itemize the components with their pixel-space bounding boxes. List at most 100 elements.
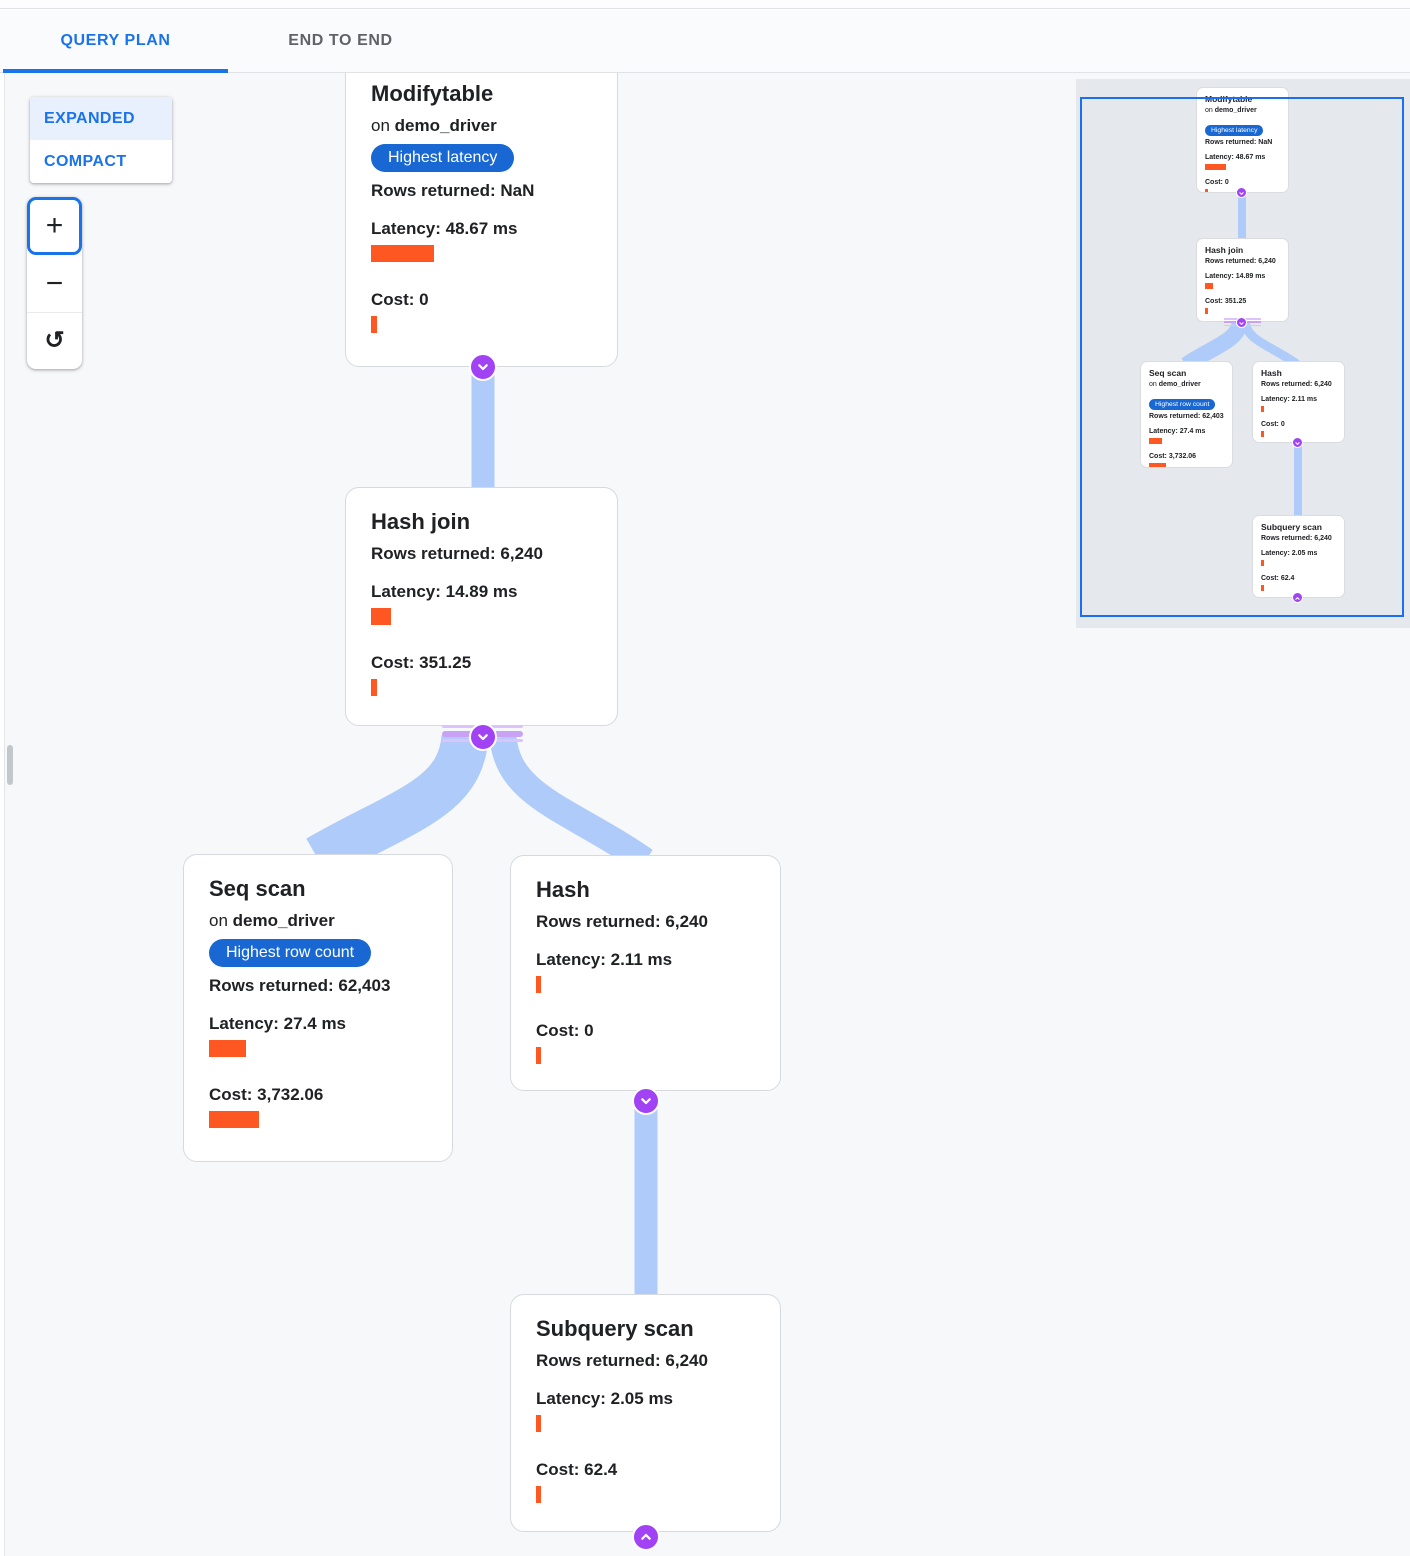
latency-label: Latency: 14.89 ms bbox=[371, 582, 518, 601]
minimap-node-hash-join: Hash join Rows returned: 6,240 Latency: … bbox=[1196, 238, 1289, 322]
mini-link-hashjoin-hash bbox=[1240, 320, 1301, 369]
mini-highest-row-count-badge: Highest row count bbox=[1149, 399, 1216, 410]
cost-bar bbox=[371, 316, 377, 333]
compact-mode-button[interactable]: COMPACT bbox=[30, 140, 172, 183]
latency-bar bbox=[209, 1040, 246, 1057]
cost-label: Cost: 351.25 bbox=[371, 653, 472, 672]
latency-label: Latency: 27.4 ms bbox=[209, 1014, 347, 1033]
rows-returned: Rows returned: NaN bbox=[371, 181, 535, 200]
panel-top-strip bbox=[0, 0, 1410, 9]
mini-node-title: Modifytable bbox=[1205, 94, 1253, 104]
mini-cost-label: Cost: 3,732.06 bbox=[1149, 452, 1197, 460]
node-title: Hash join bbox=[371, 509, 471, 534]
mini-latency-bar bbox=[1205, 283, 1213, 289]
cost-label: Cost: 0 bbox=[536, 1021, 594, 1040]
mini-cost-bar bbox=[1261, 431, 1264, 437]
mini-latency-label: Latency: 14.89 ms bbox=[1205, 272, 1266, 280]
plan-links bbox=[306, 367, 658, 1296]
mini-latency-label: Latency: 2.05 ms bbox=[1261, 549, 1318, 557]
highest-row-count-badge: Highest row count bbox=[209, 939, 372, 967]
tab-bar: QUERY PLAN END TO END bbox=[0, 10, 1410, 73]
mini-node-table-line: on demo_driver bbox=[1205, 107, 1280, 116]
mini-latency-label: Latency: 48.67 ms bbox=[1205, 153, 1266, 161]
on-prefix: on bbox=[1149, 381, 1157, 388]
table-name: demo_driver bbox=[232, 911, 335, 930]
mini-highest-latency-badge: Highest latency bbox=[1205, 125, 1264, 136]
chevron-down-icon bbox=[1238, 314, 1245, 332]
latency-label: Latency: 2.11 ms bbox=[536, 950, 673, 969]
on-prefix: on bbox=[371, 116, 390, 135]
table-name: demo_driver bbox=[1158, 381, 1201, 388]
latency-bar bbox=[371, 608, 391, 625]
node-seq-scan[interactable]: Seq scan on demo_driver Highest row coun… bbox=[183, 854, 453, 1162]
mini-latency-bar bbox=[1261, 560, 1264, 566]
zoom-controls: + − ↺ bbox=[27, 197, 82, 369]
mini-node-title: Seq scan bbox=[1149, 368, 1187, 378]
plan-canvas[interactable]: Modifytable on demo_driver Highest laten… bbox=[0, 73, 1410, 1556]
mini-cost-bar bbox=[1205, 308, 1208, 314]
rows-returned: Rows returned: 6,240 bbox=[371, 544, 543, 563]
chevron-down-icon bbox=[475, 729, 491, 745]
mini-node-title: Hash bbox=[1261, 368, 1282, 378]
chevron-up-icon bbox=[1294, 589, 1301, 607]
cost-label: Cost: 62.4 bbox=[536, 1460, 618, 1479]
tab-end-to-end[interactable]: END TO END bbox=[288, 32, 393, 49]
latency-bar bbox=[536, 1415, 541, 1432]
cost-label: Cost: 0 bbox=[371, 290, 429, 309]
node-subquery-scan[interactable]: Subquery scan Rows returned: 6,240 Laten… bbox=[510, 1294, 781, 1532]
minimap-node-hash: Hash Rows returned: 6,240 Latency: 2.11 … bbox=[1252, 361, 1345, 443]
node-hash-join[interactable]: Hash join Rows returned: 6,240 Latency: … bbox=[345, 487, 618, 726]
collapse-toggle-modifytable[interactable] bbox=[469, 353, 497, 381]
zoom-in-button[interactable]: + bbox=[27, 197, 82, 255]
node-modifytable[interactable]: Modifytable on demo_driver Highest laten… bbox=[345, 73, 618, 367]
mini-rows-returned: Rows returned: 6,240 bbox=[1261, 381, 1332, 388]
mini-latency-bar bbox=[1149, 438, 1162, 444]
chevron-down-icon bbox=[638, 1093, 654, 1109]
node-table-line: on demo_driver bbox=[371, 115, 592, 137]
table-name: demo_driver bbox=[1214, 107, 1257, 114]
mini-cost-label: Cost: 351.25 bbox=[1205, 297, 1247, 305]
cost-bar bbox=[209, 1111, 259, 1128]
left-gutter bbox=[0, 73, 4, 1556]
mini-node-title: Subquery scan bbox=[1261, 522, 1322, 532]
chevron-down-icon bbox=[475, 359, 491, 375]
node-title: Modifytable bbox=[371, 81, 494, 106]
minus-icon: − bbox=[45, 266, 64, 300]
latency-bar bbox=[371, 245, 434, 262]
zoom-reset-button[interactable]: ↺ bbox=[27, 313, 82, 368]
vertical-scrollbar-thumb[interactable] bbox=[7, 745, 13, 785]
chevron-up-icon bbox=[638, 1529, 654, 1545]
view-mode-toggle: EXPANDED COMPACT bbox=[30, 97, 172, 183]
mini-rows-returned: Rows returned: NaN bbox=[1205, 139, 1273, 146]
mini-rows-returned: Rows returned: 6,240 bbox=[1205, 258, 1276, 265]
reset-view-icon: ↺ bbox=[44, 327, 65, 354]
collapse-toggle-hash-join[interactable] bbox=[469, 723, 497, 751]
node-hash[interactable]: Hash Rows returned: 6,240 Latency: 2.11 … bbox=[510, 855, 781, 1091]
mini-cost-bar bbox=[1205, 189, 1208, 192]
rows-returned: Rows returned: 6,240 bbox=[536, 912, 708, 931]
mini-rows-returned: Rows returned: 62,403 bbox=[1149, 413, 1224, 420]
mini-collapse-toggle-hash-join bbox=[1236, 317, 1247, 328]
mini-latency-label: Latency: 27.4 ms bbox=[1149, 427, 1206, 435]
node-title: Hash bbox=[536, 877, 590, 902]
expand-toggle-subquery-scan[interactable] bbox=[632, 1523, 660, 1551]
mini-expand-toggle-subquery-scan bbox=[1292, 592, 1303, 603]
tab-query-plan[interactable]: QUERY PLAN bbox=[3, 10, 228, 73]
mini-collapse-toggle-hash bbox=[1292, 437, 1303, 448]
node-title: Subquery scan bbox=[536, 1316, 694, 1341]
mini-collapse-toggle-modifytable bbox=[1236, 187, 1247, 198]
node-title: Seq scan bbox=[209, 876, 306, 901]
highest-latency-badge: Highest latency bbox=[371, 144, 515, 172]
mini-latency-bar bbox=[1205, 164, 1226, 170]
cost-label: Cost: 3,732.06 bbox=[209, 1085, 324, 1104]
minimap-node-seq-scan: Seq scan on demo_driver Highest row coun… bbox=[1140, 361, 1233, 468]
minimap[interactable]: Modifytable on demo_driver Highest laten… bbox=[1076, 79, 1410, 628]
collapse-toggle-hash[interactable] bbox=[632, 1087, 660, 1115]
zoom-out-button[interactable]: − bbox=[27, 255, 82, 312]
plus-icon: + bbox=[45, 209, 64, 242]
expanded-mode-button[interactable]: EXPANDED bbox=[30, 97, 172, 140]
on-prefix: on bbox=[1205, 107, 1213, 114]
mini-cost-label: Cost: 62.4 bbox=[1261, 574, 1295, 582]
mini-cost-bar bbox=[1149, 463, 1166, 467]
